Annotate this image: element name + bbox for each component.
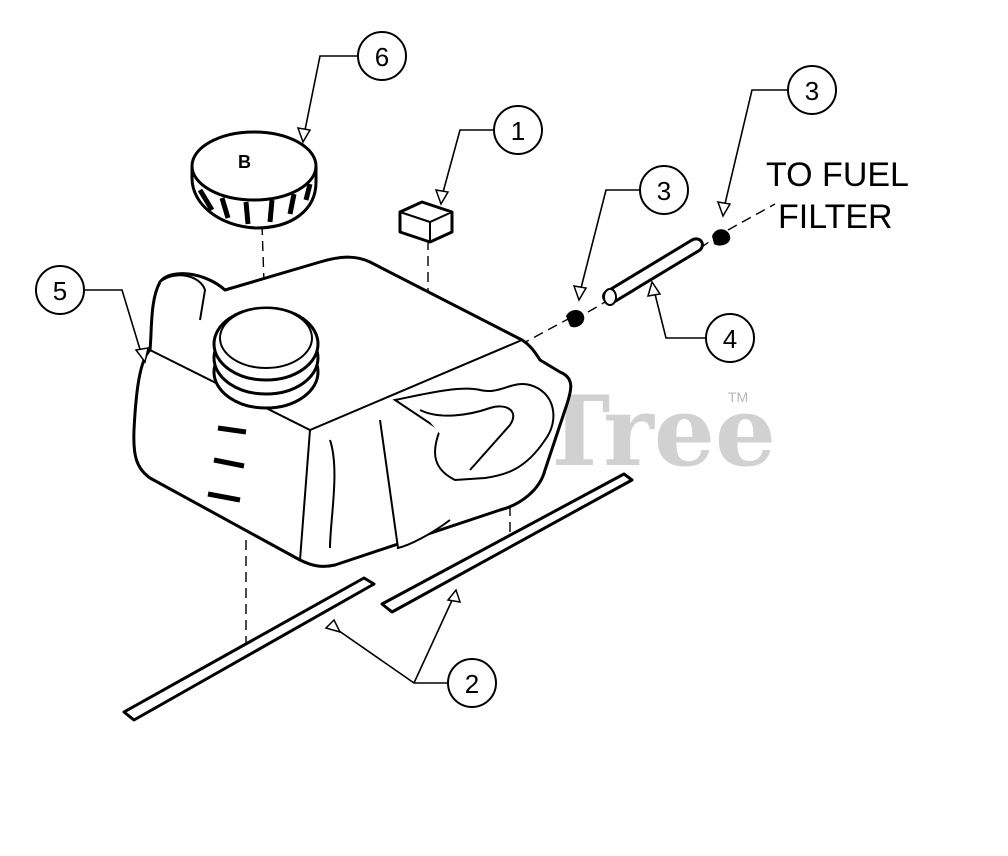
cap-emblem-icon: B	[238, 152, 251, 172]
callout-3-upper: 3	[787, 65, 837, 115]
callout-5: 5	[35, 265, 85, 315]
callout-4: 4	[705, 313, 755, 363]
callout-2: 2	[447, 658, 497, 708]
callout-1: 1	[493, 105, 543, 155]
callout-4-number: 4	[723, 324, 737, 354]
filler-neck	[212, 306, 320, 410]
to-fuel-filter-label: TO FUEL FILTER	[766, 156, 909, 236]
callout-3-upper-number: 3	[805, 76, 819, 106]
callout-2-number: 2	[465, 669, 479, 699]
annotation-line-2: FILTER	[778, 198, 893, 236]
annotation-line-1: TO FUEL	[766, 156, 909, 194]
leader-lines	[84, 55, 790, 684]
callout-6: 6	[357, 31, 407, 81]
fuel-hose	[602, 237, 704, 306]
hose-clamps	[566, 229, 731, 328]
callout-3-middle-number: 3	[657, 176, 671, 206]
mounting-strips	[122, 472, 634, 722]
foam-pad	[398, 200, 454, 244]
callout-5-number: 5	[53, 276, 67, 306]
callout-3-middle: 3	[639, 165, 689, 215]
callout-1-number: 1	[511, 116, 525, 146]
fuel-cap: B	[190, 130, 318, 230]
fuel-tank	[132, 255, 573, 568]
watermark-trademark: TM	[728, 389, 748, 405]
callout-6-number: 6	[375, 42, 389, 72]
